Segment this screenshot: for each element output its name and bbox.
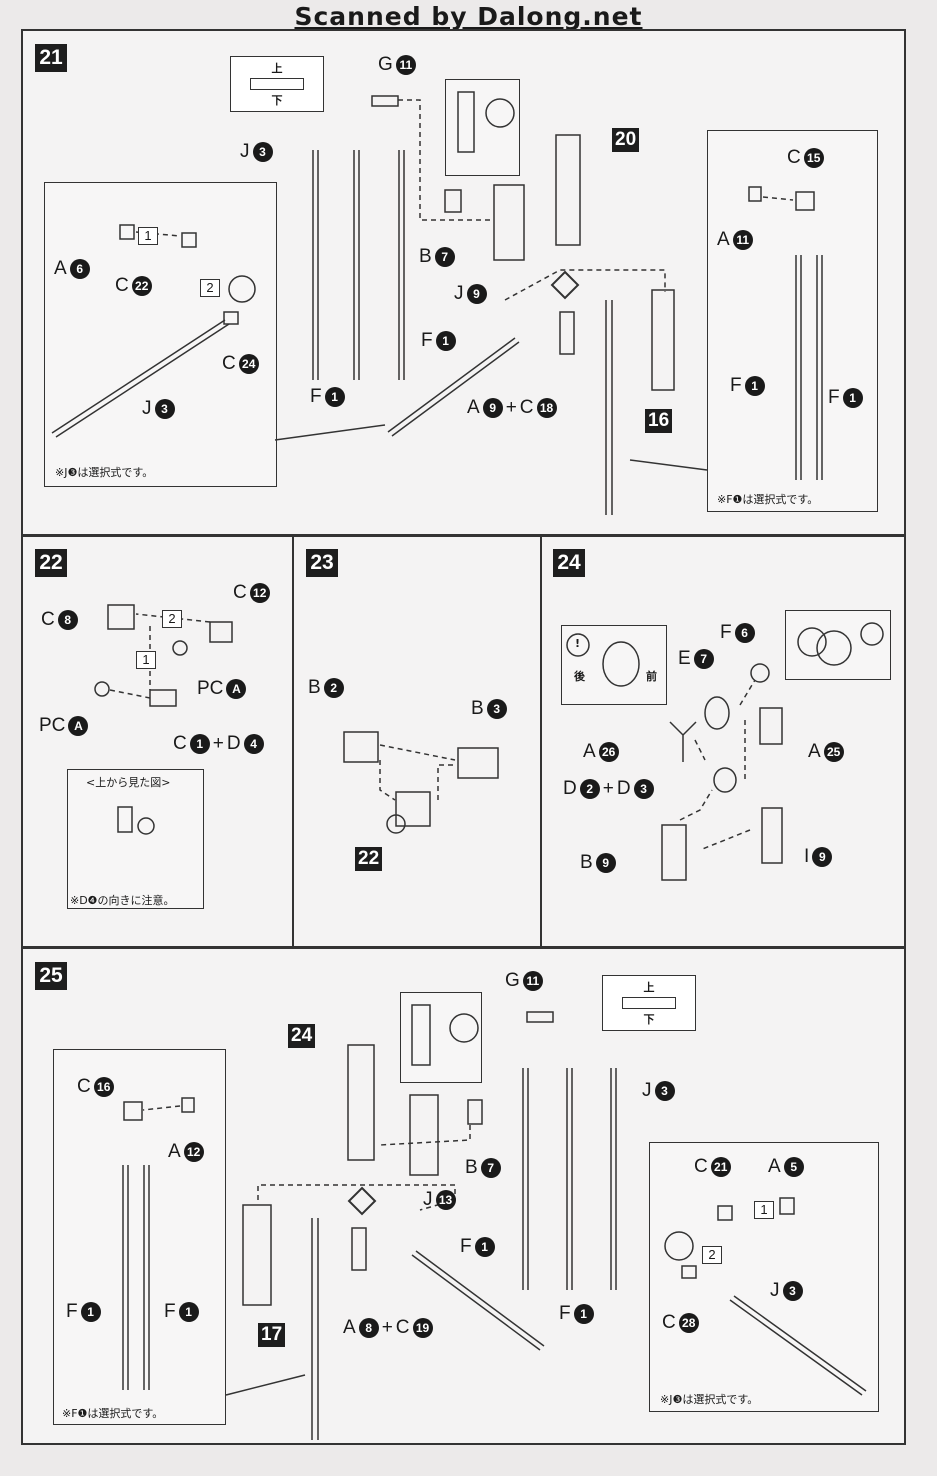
step-number-25: 25 — [35, 962, 67, 990]
sequence-2: 2 — [200, 279, 220, 297]
orientation-guide-21: 上 下 — [230, 56, 324, 112]
back-label: 後 — [574, 670, 585, 683]
step-number-23: 23 — [306, 549, 338, 577]
step-21-left-inset — [44, 182, 277, 487]
step-number-22: 22 — [35, 549, 67, 577]
ref-step-17: 17 — [258, 1323, 286, 1347]
orientation-guide-25: 上 下 — [602, 975, 696, 1031]
step-21-right-inset — [707, 130, 878, 512]
inset-note-f1: ※F❶は選択式です。 — [717, 493, 819, 506]
ref-step-22: 22 — [355, 847, 383, 871]
step-21-blade-detail — [445, 79, 520, 176]
sequence-1: 1 — [138, 227, 158, 245]
sequence-2: 2 — [702, 1246, 722, 1264]
inset-note-j3: ※J❸は選択式です。 — [55, 466, 154, 479]
step-25-left-inset — [53, 1049, 226, 1425]
step-25-right-inset — [649, 1142, 879, 1412]
sequence-1: 1 — [754, 1201, 774, 1219]
orientation-arrow-icon — [250, 78, 304, 90]
orientation-down-label: 下 — [643, 1013, 655, 1026]
orientation-up-label: 上 — [643, 981, 655, 994]
top-view-note: ※D❹の向きに注意。 — [70, 894, 175, 907]
sequence-2: 2 — [162, 610, 182, 628]
ref-step-24: 24 — [288, 1024, 316, 1048]
step-24-cap-detail — [785, 610, 891, 680]
ref-step-16: 16 — [645, 409, 673, 433]
attention-icon: ! — [575, 637, 581, 650]
orientation-down-label: 下 — [271, 94, 283, 107]
step-22-top-view-inset — [67, 769, 204, 909]
ref-step-20: 20 — [612, 128, 640, 152]
step-25-blade-detail — [400, 992, 482, 1083]
sequence-1: 1 — [136, 651, 156, 669]
inset-note-j3: ※J❸は選択式です。 — [660, 1393, 759, 1406]
inset-note-f1: ※F❶は選択式です。 — [62, 1407, 164, 1420]
orientation-arrow-icon — [622, 997, 676, 1009]
step-number-21: 21 — [35, 44, 67, 72]
step-number-24: 24 — [553, 549, 585, 577]
front-label: 前 — [646, 670, 657, 683]
scan-watermark-header: Scanned by Dalong.net — [294, 2, 643, 31]
orientation-up-label: 上 — [271, 62, 283, 75]
step-23-panel — [292, 535, 542, 948]
top-view-title: <上から見た図> — [86, 776, 171, 789]
